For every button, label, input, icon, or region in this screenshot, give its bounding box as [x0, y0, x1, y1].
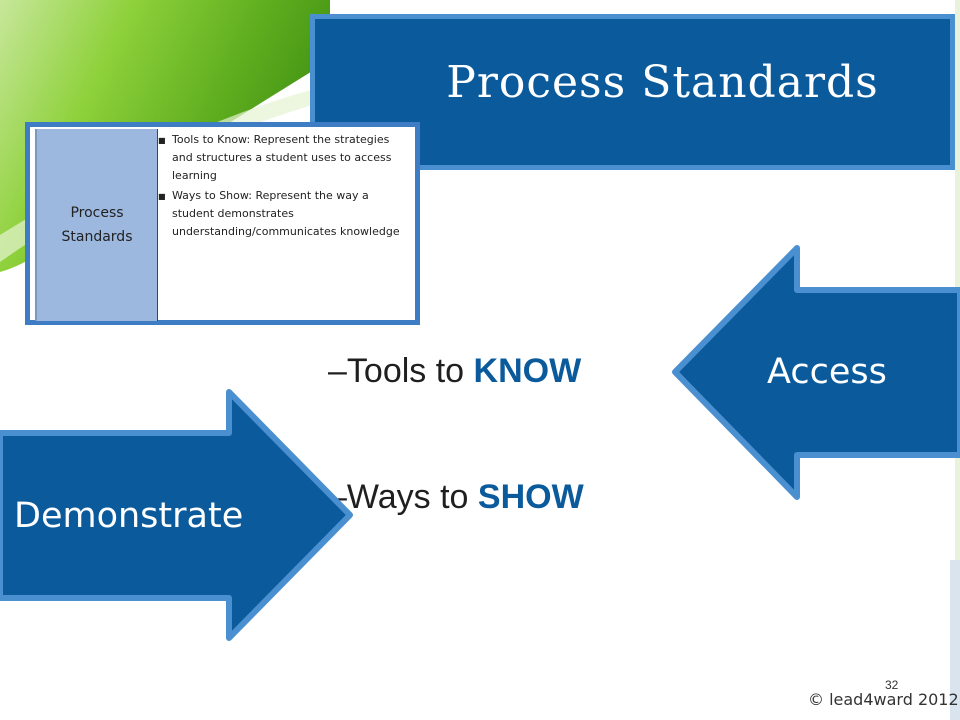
table-bullets: ■ Tools to Know: Represent the strategie…	[158, 131, 413, 243]
table-bullet: ■ Ways to Show: Represent the way a stud…	[158, 187, 413, 241]
table-bullet: ■ Tools to Know: Represent the strategie…	[158, 131, 413, 185]
page-number: 32	[885, 678, 899, 692]
square-bullet-icon: ■	[158, 192, 166, 201]
copyright-notice: © lead4ward 2012	[808, 690, 959, 709]
item-keyword: SHOW	[477, 478, 584, 516]
dash: –	[328, 352, 347, 390]
table-bullet-text: Tools to Know: Represent the strategies …	[172, 133, 392, 182]
access-label: Access	[767, 352, 887, 392]
page-title: Process Standards	[446, 56, 879, 108]
access-arrow-icon	[672, 245, 960, 500]
item-prefix: Tools to	[346, 352, 474, 390]
item-prefix: Ways to	[346, 478, 478, 516]
table-header-line1: Process	[70, 205, 124, 221]
item-keyword: KNOW	[473, 352, 582, 390]
table-header-line2: Standards	[61, 229, 133, 245]
square-bullet-icon: ■	[158, 136, 166, 145]
demonstrate-label: Demonstrate	[14, 496, 244, 536]
ways-to-show-item: –Ways to SHOW	[328, 478, 584, 517]
decorative-bar	[950, 560, 960, 720]
demonstrate-arrow-icon	[0, 389, 353, 641]
tools-to-know-item: –Tools to KNOW	[328, 352, 581, 391]
table-bullet-text: Ways to Show: Represent the way a studen…	[172, 189, 400, 238]
